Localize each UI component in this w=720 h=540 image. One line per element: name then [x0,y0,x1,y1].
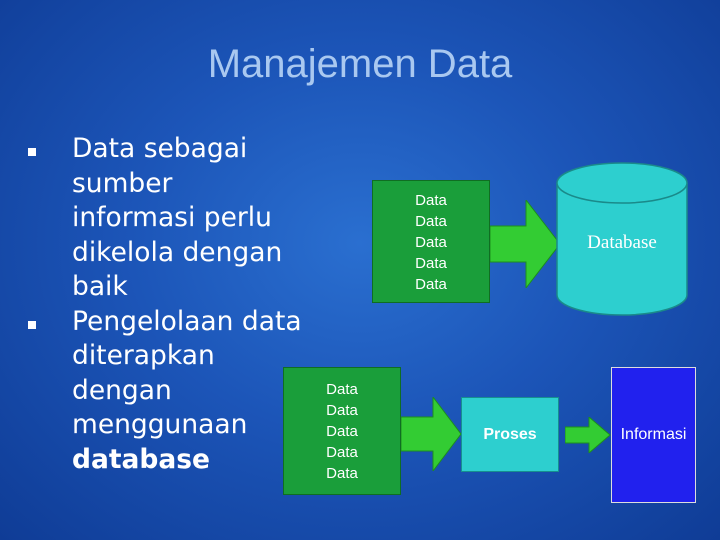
bullet-line: informasi perlu [72,202,272,233]
database-cylinder-icon [556,162,688,316]
proses-box: Proses [461,397,559,472]
informasi-box: Informasi [611,367,696,503]
data-label: Data [326,381,358,398]
bullet-line: Pengelolaan data [72,305,302,337]
bullet-line: baik [72,271,128,302]
database-label: Database [587,232,657,253]
data-box-top: Data Data Data Data Data [372,180,490,303]
bullet-line-bold: database [72,443,272,478]
arrow-to-proses-icon [401,397,462,471]
arrow-to-informasi-icon [565,417,611,453]
arrow-to-database-icon [490,200,561,288]
bullet-item: Data sebagai sumber informasi perlu dike… [22,132,322,305]
data-label: Data [415,255,447,272]
bullet-item: Pengelolaan data diterapkan dengan mengg… [22,305,322,478]
data-label: Data [415,192,447,209]
bullet-list: Data sebagai sumber informasi perlu dike… [22,132,322,477]
data-label: Data [326,402,358,419]
proses-label: Proses [483,425,537,443]
data-box-bottom: Data Data Data Data Data [283,367,401,495]
database-word: database [72,443,210,475]
data-label: Data [415,234,447,251]
data-label: Data [326,465,358,482]
bullet-line: Data sebagai [72,133,248,164]
bullet-line: diterapkan [72,340,215,371]
informasi-label: Informasi [620,426,687,443]
data-label: Data [326,444,358,461]
bullet-marker-icon [28,148,36,156]
data-label: Data [415,276,447,293]
bullet-marker-icon [28,320,36,329]
data-label: Data [415,213,447,230]
bullet-line: dengan [72,374,172,406]
bullet-line: dikelola dengan [72,236,283,268]
bullet-line: menggunaan [72,409,248,440]
bullet-line: sumber [72,167,173,199]
slide-title: Manajemen Data [207,42,513,86]
data-label: Data [326,423,358,440]
